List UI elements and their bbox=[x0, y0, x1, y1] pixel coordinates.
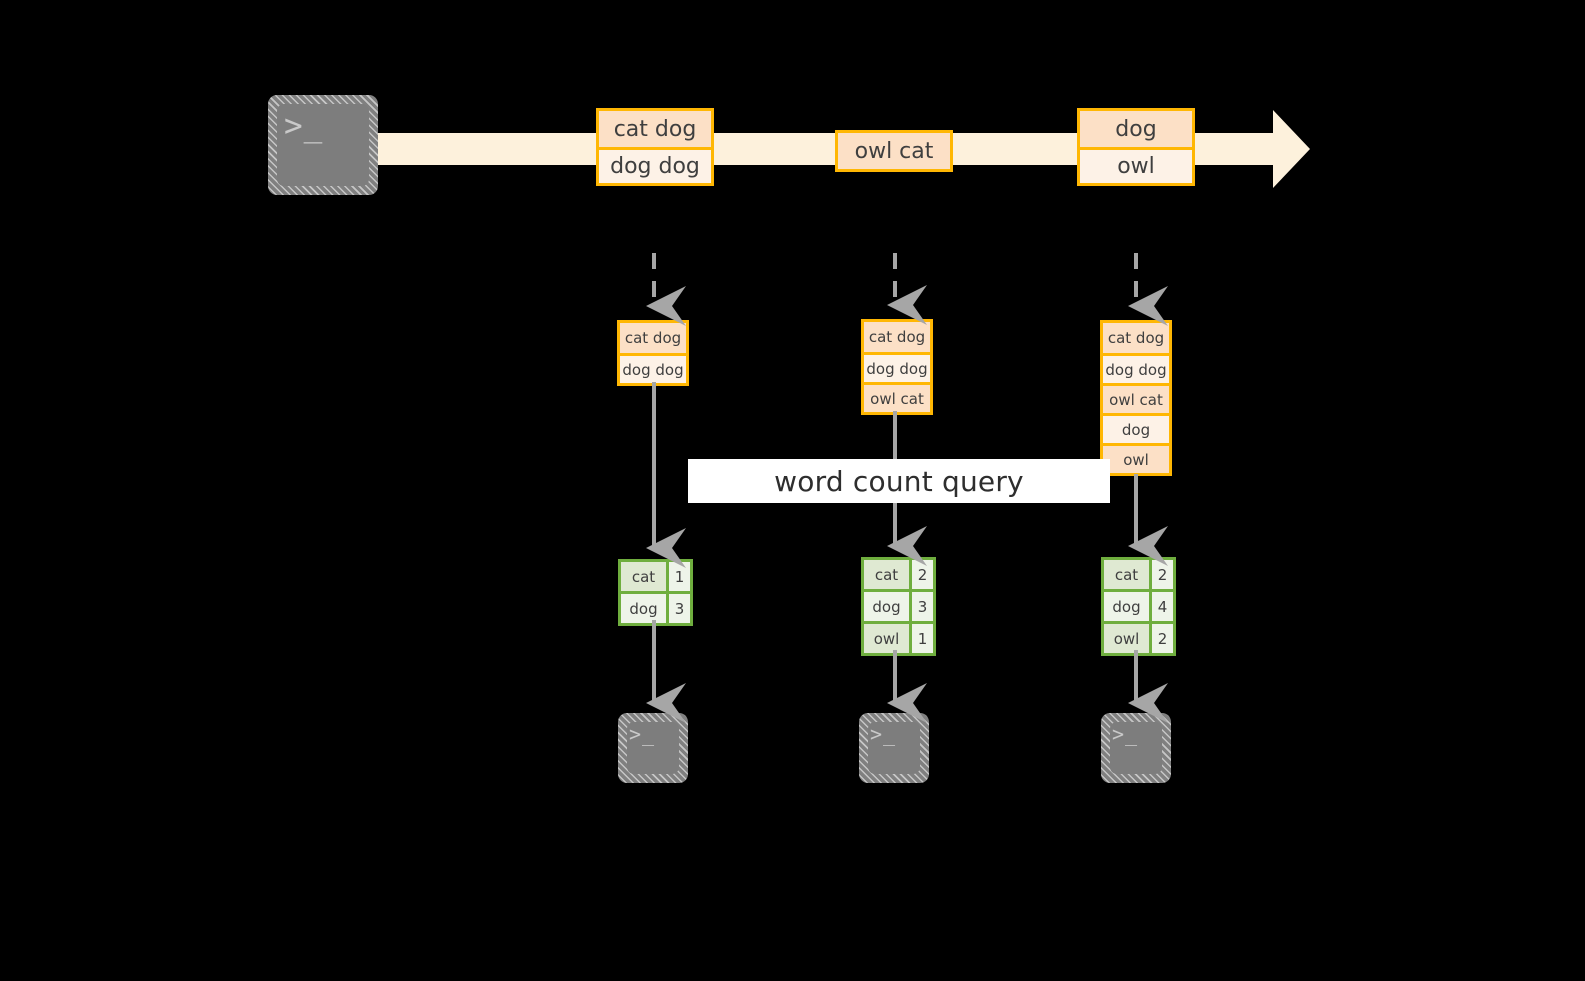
snapshot-input-line: owl cat bbox=[864, 382, 930, 412]
snapshot-2-input-box[interactable]: cat dog dog dog owl cat bbox=[861, 319, 933, 415]
table-row: owl 1 bbox=[864, 621, 933, 653]
result-word: cat bbox=[864, 560, 909, 589]
snapshot-input-line: dog bbox=[1103, 413, 1169, 443]
snapshot-input-line: dog dog bbox=[1103, 353, 1169, 383]
table-row: owl 2 bbox=[1104, 621, 1173, 653]
terminal-prompt-glyph: >_ bbox=[870, 722, 897, 746]
snapshot-3-sink-terminal-icon[interactable]: >_ bbox=[1101, 713, 1171, 783]
result-count: 1 bbox=[666, 562, 690, 591]
stream-record-line: cat dog bbox=[599, 111, 711, 147]
terminal-screen bbox=[277, 104, 369, 186]
snapshot-1-sink-terminal-icon[interactable]: >_ bbox=[618, 713, 688, 783]
snapshot-2-sink-terminal-icon[interactable]: >_ bbox=[859, 713, 929, 783]
terminal-screen bbox=[1110, 722, 1162, 774]
terminal-prompt-glyph: >_ bbox=[629, 722, 656, 746]
snapshot-input-line: dog dog bbox=[620, 353, 686, 383]
result-word: owl bbox=[864, 624, 909, 653]
snapshot-2-result-table[interactable]: cat 2 dog 3 owl 1 bbox=[861, 557, 936, 656]
result-count: 3 bbox=[909, 592, 933, 621]
snapshot-input-line: owl cat bbox=[1103, 383, 1169, 413]
result-word: cat bbox=[1104, 560, 1149, 589]
snapshot-input-line: dog dog bbox=[864, 352, 930, 382]
terminal-screen bbox=[868, 722, 920, 774]
table-row: cat 2 bbox=[864, 560, 933, 589]
result-word: cat bbox=[621, 562, 666, 591]
stream-record-line: dog dog bbox=[599, 147, 711, 183]
terminal-screen bbox=[627, 722, 679, 774]
stream-block-arrow bbox=[355, 110, 1310, 188]
table-row: dog 3 bbox=[864, 589, 933, 621]
table-row: dog 3 bbox=[621, 591, 690, 623]
snapshot-3-input-box[interactable]: cat dog dog dog owl cat dog owl bbox=[1100, 320, 1172, 476]
snapshot-input-line: cat dog bbox=[864, 322, 930, 352]
result-word: dog bbox=[864, 592, 909, 621]
stream-record-line: owl bbox=[1080, 147, 1192, 183]
query-label-band: word count query bbox=[688, 459, 1110, 503]
result-count: 4 bbox=[1149, 592, 1173, 621]
terminal-prompt-glyph: >_ bbox=[1112, 722, 1139, 746]
stream-record-line: owl cat bbox=[838, 133, 950, 169]
table-row: cat 1 bbox=[621, 562, 690, 591]
snapshot-input-line: owl bbox=[1103, 443, 1169, 473]
snapshot-3-result-table[interactable]: cat 2 dog 4 owl 2 bbox=[1101, 557, 1176, 656]
result-count: 1 bbox=[909, 624, 933, 653]
table-row: dog 4 bbox=[1104, 589, 1173, 621]
result-word: dog bbox=[1104, 592, 1149, 621]
stream-arrow-shape bbox=[355, 110, 1310, 188]
table-row: cat 2 bbox=[1104, 560, 1173, 589]
snapshot-input-line: cat dog bbox=[1103, 323, 1169, 353]
result-count: 3 bbox=[666, 594, 690, 623]
terminal-prompt-glyph: >_ bbox=[284, 108, 324, 144]
result-word: owl bbox=[1104, 624, 1149, 653]
snapshot-1-result-table[interactable]: cat 1 dog 3 bbox=[618, 559, 693, 626]
stream-record-line: dog bbox=[1080, 111, 1192, 147]
result-word: dog bbox=[621, 594, 666, 623]
result-count: 2 bbox=[909, 560, 933, 589]
result-count: 2 bbox=[1149, 560, 1173, 589]
snapshot-input-line: cat dog bbox=[620, 323, 686, 353]
snapshot-1-input-box[interactable]: cat dog dog dog bbox=[617, 320, 689, 386]
stream-record-2[interactable]: owl cat bbox=[835, 130, 953, 172]
query-label: word count query bbox=[774, 464, 1024, 498]
stream-record-1[interactable]: cat dog dog dog bbox=[596, 108, 714, 186]
source-terminal-icon[interactable]: >_ bbox=[268, 95, 378, 195]
stream-record-3[interactable]: dog owl bbox=[1077, 108, 1195, 186]
result-count: 2 bbox=[1149, 624, 1173, 653]
